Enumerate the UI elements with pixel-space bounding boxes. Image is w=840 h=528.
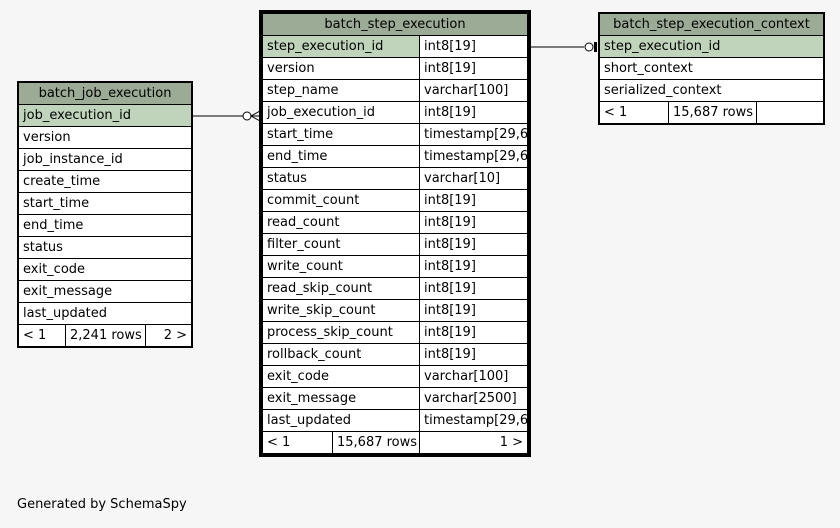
column-name: filter_count [262, 233, 420, 256]
children-count: 1 > [419, 431, 528, 454]
column-type: int8[19] [419, 189, 528, 212]
column-type: varchar[100] [419, 79, 528, 102]
column-name: job_execution_id [262, 101, 420, 124]
children-count: 2 > [145, 324, 192, 347]
table-batch-job-execution[interactable]: batch_job_execution job_execution_id ver… [17, 81, 193, 348]
column-name: commit_count [262, 189, 420, 212]
column-row: end_time [18, 214, 192, 237]
column-name: exit_code [262, 365, 420, 388]
column-row: status [18, 236, 192, 259]
column-type: int8[19] [419, 321, 528, 344]
column-type: int8[19] [419, 255, 528, 278]
column-row: exit_code [18, 258, 192, 281]
parents-count: < 1 [262, 431, 333, 454]
primary-key-column: job_execution_id [18, 104, 192, 127]
column-name: start_time [262, 123, 420, 146]
column-type: int8[19] [419, 233, 528, 256]
column-type: varchar[100] [419, 365, 528, 388]
column-type: timestamp[29,6] [419, 145, 528, 168]
column-name: exit_message [262, 387, 420, 410]
table-header[interactable]: batch_step_execution [262, 13, 528, 36]
column-type: int8[19] [419, 35, 528, 58]
column-type: int8[19] [419, 211, 528, 234]
column-type: int8[19] [419, 299, 528, 322]
column-row: version [18, 126, 192, 149]
zero-or-one-marker [584, 42, 594, 52]
column-row: last_updated [18, 302, 192, 325]
column-type: varchar[2500] [419, 387, 528, 410]
primary-key-column: step_execution_id [599, 35, 824, 58]
one-bar-marker [594, 42, 597, 52]
column-row: exit_message [18, 280, 192, 303]
generated-by-footer: Generated by SchemaSpy [17, 497, 187, 512]
column-row: create_time [18, 170, 192, 193]
column-row: serialized_context [599, 79, 824, 102]
column-type: int8[19] [419, 343, 528, 366]
column-name: rollback_count [262, 343, 420, 366]
zero-or-many-marker [242, 111, 252, 121]
column-name: read_skip_count [262, 277, 420, 300]
column-name: end_time [262, 145, 420, 168]
column-type: timestamp[29,6] [419, 409, 528, 432]
row-count: 15,687 rows [668, 101, 757, 124]
table-header[interactable]: batch_step_execution_context [599, 13, 824, 36]
column-name: process_skip_count [262, 321, 420, 344]
column-name: step_execution_id [262, 35, 420, 58]
column-row: job_instance_id [18, 148, 192, 171]
column-type: timestamp[29,6] [419, 123, 528, 146]
row-count: 15,687 rows [332, 431, 420, 454]
column-name: version [262, 57, 420, 80]
children-count [756, 101, 824, 124]
column-name: status [262, 167, 420, 190]
column-name: read_count [262, 211, 420, 234]
column-type: int8[19] [419, 57, 528, 80]
column-type: int8[19] [419, 101, 528, 124]
parents-count: < 1 [18, 324, 66, 347]
column-name: write_count [262, 255, 420, 278]
parents-count: < 1 [599, 101, 669, 124]
row-count: 2,241 rows [65, 324, 146, 347]
column-name: step_name [262, 79, 420, 102]
column-row: short_context [599, 57, 824, 80]
table-header[interactable]: batch_job_execution [18, 82, 192, 105]
column-type: int8[19] [419, 277, 528, 300]
column-type: varchar[10] [419, 167, 528, 190]
column-row: start_time [18, 192, 192, 215]
table-batch-step-execution-context[interactable]: batch_step_execution_context step_execut… [598, 12, 825, 125]
column-name: write_skip_count [262, 299, 420, 322]
crowfoot-marker [250, 110, 261, 122]
column-name: last_updated [262, 409, 420, 432]
